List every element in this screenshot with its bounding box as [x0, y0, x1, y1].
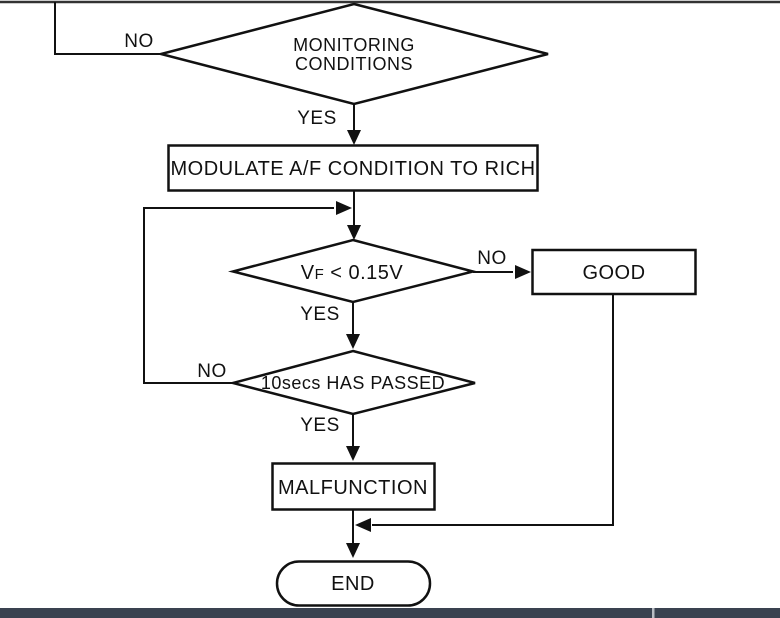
- arrowhead-left-icon: [355, 518, 371, 532]
- arrowhead-right-icon: [336, 201, 352, 215]
- monitoring-yes-label: YES: [297, 108, 337, 129]
- decision-monitoring-conditions: MONITORING CONDITIONS: [156, 2, 549, 106]
- arrowhead-right-icon: [515, 265, 531, 279]
- connector-malfunction-to-end: [346, 510, 360, 558]
- decision-timer: 10secs HAS PASSED: [228, 349, 476, 416]
- vf-yes-label: YES: [300, 304, 340, 325]
- connector-timer-yes: [346, 414, 360, 461]
- connector-modulate-to-vf: [347, 191, 361, 240]
- bottom-bar-separator: [652, 608, 655, 618]
- connector-vf-yes: [346, 302, 360, 349]
- arrowhead-down-icon: [346, 543, 360, 558]
- monitoring-text-line2: CONDITIONS: [295, 54, 413, 74]
- timer-yes-label: YES: [300, 415, 340, 436]
- good-label: GOOD: [582, 262, 645, 284]
- decision-vf-voltage: VF< 0.15V: [228, 238, 478, 304]
- connector-timer-no-loop: [143, 201, 352, 384]
- vf-condition-text: VF< 0.15V: [301, 262, 404, 284]
- arrowhead-down-icon: [347, 130, 361, 145]
- terminal-end: END: [275, 560, 432, 607]
- modulate-label: MODULATE A/F CONDITION TO RICH: [170, 158, 535, 180]
- connector-monitoring-yes: [347, 104, 361, 145]
- connector-vf-no: [473, 265, 531, 279]
- arrowhead-down-icon: [347, 225, 361, 240]
- connector-good-to-end: [355, 294, 614, 532]
- arrowhead-down-icon: [346, 446, 360, 461]
- process-modulate-af: MODULATE A/F CONDITION TO RICH: [167, 144, 539, 192]
- end-label: END: [331, 573, 375, 595]
- timer-no-label: NO: [197, 361, 227, 382]
- monitoring-text-line1: MONITORING: [293, 35, 415, 55]
- monitoring-no-label: NO: [124, 31, 154, 52]
- connector-monitoring-no-loop: [54, 2, 160, 55]
- timer-label: 10secs HAS PASSED: [261, 373, 445, 393]
- process-malfunction: MALFUNCTION: [271, 462, 436, 511]
- process-good: GOOD: [531, 248, 697, 296]
- vf-no-label: NO: [477, 248, 507, 269]
- arrowhead-down-icon: [346, 334, 360, 349]
- bottom-bar: [0, 608, 780, 618]
- malfunction-label: MALFUNCTION: [278, 477, 428, 499]
